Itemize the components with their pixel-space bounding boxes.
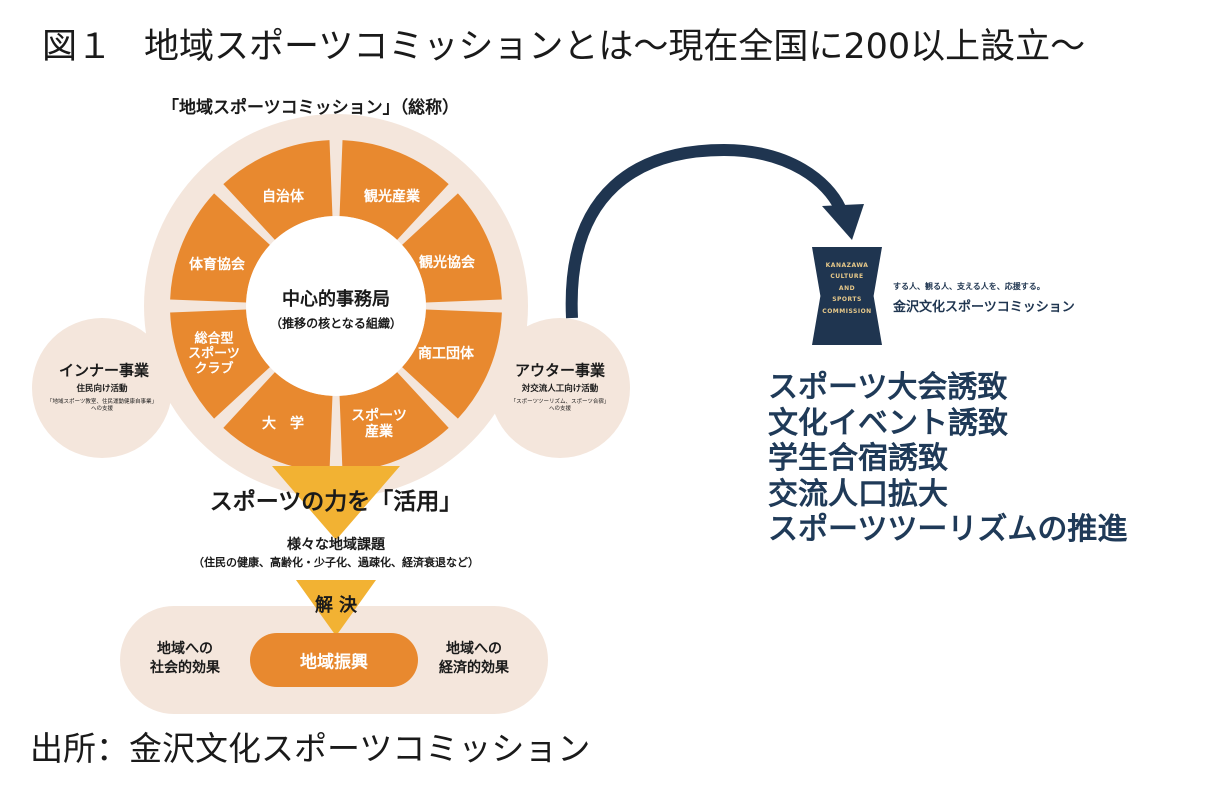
ring-segment [402,193,502,303]
logo-name: 金沢文化スポーツコミッション [893,300,1075,315]
center-main-label: 中心的事務局 [282,289,390,310]
outcome-list: スポーツ大会誘致 文化イベント誘致 学生合宿誘致 交流人口拡大 スポーツツーリズ… [768,373,1127,551]
inner-sub: 住民向け活動 [76,384,128,394]
inner-detail: 「地域スポーツ教室、住民運動健康自事業」 への支援 [47,398,157,412]
down-triangle-bottom [296,580,376,636]
segment-label-daigaku: 大 学 [262,415,304,432]
economic-effect-label: 地域への 経済的効果 [439,641,509,676]
segment-label-sports-sangyo: スポーツ 産業 [351,407,407,440]
ring-segment [223,372,333,472]
arrow-head [822,204,864,240]
source-note: 出所：金沢文化スポーツコミッション [30,729,591,768]
outcome-item: スポーツ大会誘致 [768,370,1008,405]
logo-mark-text: KANAZAWA CULTURE AND SPORTS COMMISSION [822,262,872,315]
outcome-item: スポーツツーリズムの推進 [768,512,1128,547]
figure-title-text: 地域スポーツコミッションとは～現在全国に200以上設立～ [144,27,1086,67]
kadai-sub-label: （住民の健康、高齢化・少子化、過疎化、経済衰退など） [193,556,479,569]
outer-title: アウター事業 [514,361,606,380]
outer-sub: 対交流人工向け活動 [521,384,599,394]
ring-segment [170,309,270,419]
katsuyo-label: スポーツの力を「活用」 [209,489,463,515]
ring-segment [339,372,449,472]
figure-title: 図１ 地域スポーツコミッションとは～現在全国に200以上設立～ [42,18,1085,69]
segment-label-taiiku-kyokai: 体育協会 [189,256,245,273]
diagram-subtitle: 「地域スポーツコミッション」（総称） [162,98,460,118]
outcome-item: 交流人口拡大 [768,476,948,512]
segment-label-jichitai: 自治体 [262,188,304,205]
logo-tagline: する人、観る人、支える人を、応援する。 [893,282,1045,291]
commission-logo-mark: KANAZAWA CULTURE AND SPORTS COMMISSION [812,247,882,345]
center-sub-label: （推移の核となる組織） [270,316,402,331]
ring-segment [223,140,333,240]
inner-circle [32,318,172,458]
segment-label-sogogata-club: 総合型 スポーツ クラブ [188,331,240,377]
ring-segment [170,193,270,303]
segment-label-shoko-dantai: 商工団体 [418,345,474,362]
segment-group [170,140,502,472]
kadai-label: 様々な地域課題 [287,537,385,553]
inner-title: インナー事業 [58,361,150,380]
outcome-item: 学生合宿誘致 [768,441,948,476]
outcome-item: 文化イベント誘致 [768,405,1008,441]
shinko-label: 地域振興 [300,652,368,673]
segment-label-kanko-kyokai: 観光協会 [419,254,475,271]
shinko-pill [250,633,418,687]
outer-circle [490,318,630,458]
center-circle [246,216,426,396]
curved-arrow [565,143,846,319]
segment-label-kanko-sangyo: 観光産業 [364,188,420,205]
ring-segment [339,140,449,240]
figure-number: 図１ [42,27,113,67]
social-effect-label: 地域への 社会的効果 [150,641,220,676]
ring-segment [402,309,502,419]
outer-detail: 「スポーツツーリズム、スポーツ合宿」 への支援 [510,398,610,412]
down-triangle-top [272,466,400,540]
kaiketsu-label: 解決 [315,595,363,616]
